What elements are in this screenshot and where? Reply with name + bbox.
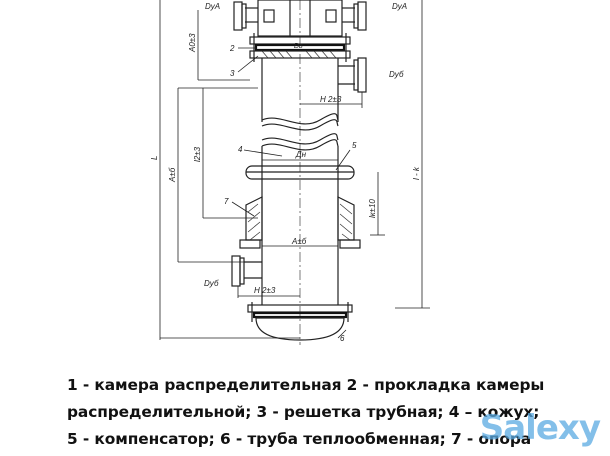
label-dn: Дн bbox=[295, 150, 307, 159]
watermark-logo: Salexy bbox=[479, 408, 601, 448]
gasket bbox=[254, 43, 346, 52]
caption-line-3: 5 - компенсатор; 6 - труба теплообменная… bbox=[67, 430, 532, 448]
bottom-head bbox=[255, 317, 345, 341]
label-dy-mid-right: Dуб bbox=[389, 70, 404, 79]
break-line-upper bbox=[261, 113, 339, 125]
caption-line-1: 1 - камера распределительная 2 - проклад… bbox=[67, 376, 545, 394]
callout-3: 3 bbox=[230, 69, 235, 78]
label-dy-top-left: DуА bbox=[205, 2, 220, 11]
caption-line-2: распределительной; 3 - решетка трубная; … bbox=[67, 403, 540, 421]
callout-2: 2 bbox=[229, 44, 235, 53]
label-l: L bbox=[150, 156, 159, 160]
label-a-top: А0±3 bbox=[188, 33, 197, 53]
label-dy-top-right: DуА bbox=[392, 2, 407, 11]
label-dv: Dв bbox=[294, 43, 303, 50]
distribution-chamber bbox=[257, 0, 343, 37]
tube-sheet bbox=[249, 50, 351, 59]
support-left bbox=[245, 196, 263, 241]
nozzle-flange-bottom-left bbox=[231, 255, 241, 287]
technical-drawing: DуА DуА Dуб Dуб А0±3 Dв H 2±3 H 2±3 L А±… bbox=[150, 0, 430, 345]
label-lk: lк±10 bbox=[368, 199, 377, 218]
label-dy-bottom-left: Dуб bbox=[204, 279, 219, 288]
callout-5: 5 bbox=[352, 141, 357, 150]
callout-4: 4 bbox=[238, 145, 243, 154]
label-l-minus-k: l - k bbox=[412, 166, 421, 180]
nozzle-flange-top-right bbox=[357, 1, 367, 31]
tube-sheet-hatch bbox=[261, 50, 337, 59]
label-l2: l2±3 bbox=[193, 146, 202, 162]
label-a-bottom: А±б bbox=[291, 237, 307, 246]
break-line-lower bbox=[261, 133, 339, 145]
callout-6: 6 bbox=[340, 334, 345, 343]
label-h2-bottom: H 2±3 bbox=[254, 286, 276, 295]
nozzle-flange-mid-right bbox=[357, 57, 367, 93]
label-h2-top: H 2±3 bbox=[320, 95, 342, 104]
label-a-left: А±б bbox=[168, 167, 177, 183]
callout-7: 7 bbox=[224, 197, 229, 206]
nozzle-flange-top-left bbox=[233, 1, 243, 31]
